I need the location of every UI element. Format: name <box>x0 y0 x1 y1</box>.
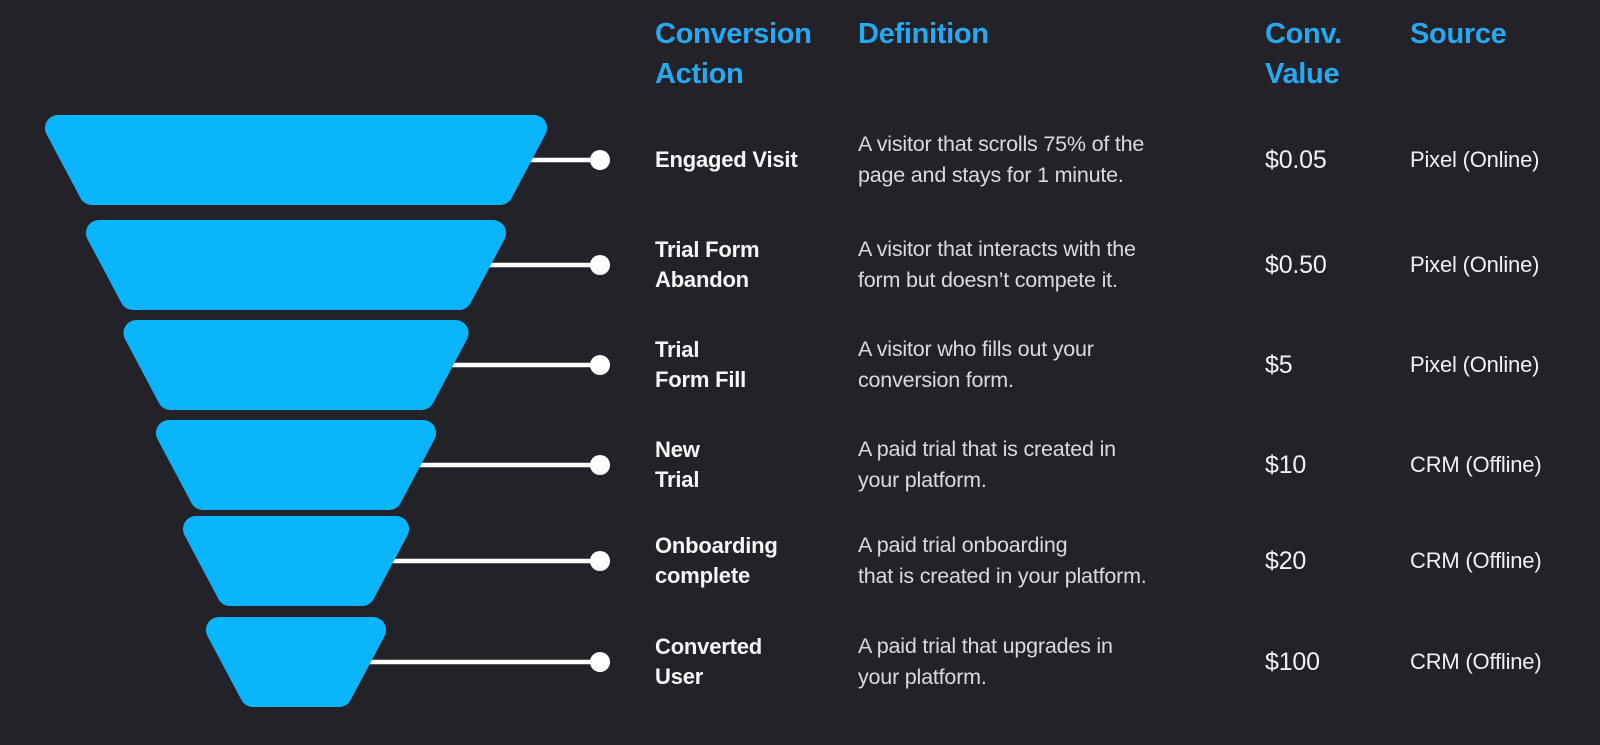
source-cell: Pixel (Online) <box>1410 252 1540 277</box>
definition-line: A paid trial onboarding <box>858 533 1068 557</box>
conversion-action-line: Trial <box>655 337 700 362</box>
funnel-segment-4 <box>155 420 437 510</box>
funnel-diagram <box>44 115 610 707</box>
definition-line: form but doesn’t compete it. <box>858 268 1118 292</box>
definition-cell: A paid trial onboarding that is created i… <box>858 530 1147 592</box>
definition-cell: A visitor that scrolls 75% of the page an… <box>858 129 1144 191</box>
definition-line: A visitor that interacts with the <box>858 237 1136 261</box>
conv-value-cell: $10 <box>1265 451 1307 479</box>
column-header-line: Definition <box>858 18 989 50</box>
conversion-action-line: Converted <box>655 634 762 659</box>
connector-dot <box>590 255 610 275</box>
funnel-segment-2 <box>85 220 507 310</box>
definition-line: A visitor who fills out your <box>858 337 1094 361</box>
column-header-source: Source <box>1410 14 1507 54</box>
conversion-action-line: User <box>655 664 704 689</box>
definition-line: A paid trial that is created in <box>858 437 1116 461</box>
funnel-segment-1 <box>44 115 548 205</box>
definition-cell: A paid trial that is created in your plat… <box>858 434 1116 496</box>
source-cell: CRM (Offline) <box>1410 548 1542 573</box>
definition-cell: A visitor who fills out your conversion f… <box>858 334 1094 396</box>
definition-line: page and stays for 1 minute. <box>858 163 1124 187</box>
conv-value-cell: $5 <box>1265 351 1293 379</box>
connector-dot <box>590 455 610 475</box>
definition-line: A visitor that scrolls 75% of the <box>858 132 1145 156</box>
connector-dot <box>590 355 610 375</box>
column-header-line: Conversion <box>655 18 812 50</box>
conversion-action-cell: Onboarding complete <box>655 531 778 591</box>
source-cell: Pixel (Online) <box>1410 352 1540 377</box>
conv-value-cell: $0.05 <box>1265 146 1327 174</box>
definition-line: that is created in your platform. <box>858 564 1147 588</box>
definition-line: your platform. <box>858 468 987 492</box>
conversion-action-cell: Engaged Visit <box>655 145 798 175</box>
conv-value-cell: $20 <box>1265 547 1307 575</box>
connector-dot <box>590 652 610 672</box>
conv-value-cell: $100 <box>1265 648 1320 676</box>
funnel-segment-5 <box>182 516 410 606</box>
source-cell: CRM (Offline) <box>1410 452 1542 477</box>
conv-value-cell: $0.50 <box>1265 251 1327 279</box>
connector-dot <box>590 551 610 571</box>
funnel-segment-3 <box>123 320 469 410</box>
column-header-definition: Definition <box>858 14 989 54</box>
source-cell: Pixel (Online) <box>1410 147 1540 172</box>
conversion-action-line: Onboarding <box>655 533 778 558</box>
conversion-action-line: Trial Form <box>655 237 760 262</box>
conversion-action-line: Trial <box>655 467 700 492</box>
conversion-action-line: Abandon <box>655 267 749 292</box>
conversion-action-line: New <box>655 437 700 462</box>
column-header-value: Conv. Value <box>1265 14 1342 94</box>
connector-dot <box>590 150 610 170</box>
column-header-line: Action <box>655 58 744 90</box>
definition-line: A paid trial that upgrades in <box>858 634 1113 658</box>
conversion-action-line: Engaged Visit <box>655 147 798 172</box>
definition-line: conversion form. <box>858 368 1014 392</box>
conversion-action-line: complete <box>655 563 750 588</box>
definition-line: your platform. <box>858 665 987 689</box>
definition-cell: A visitor that interacts with the form bu… <box>858 234 1136 296</box>
column-header-line: Conv. <box>1265 18 1342 50</box>
definition-cell: A paid trial that upgrades in your platfo… <box>858 631 1113 693</box>
source-cell: CRM (Offline) <box>1410 649 1542 674</box>
conversion-action-line: Form Fill <box>655 367 747 392</box>
funnel-segment-6 <box>205 617 387 707</box>
column-header-line: Source <box>1410 18 1507 50</box>
column-header-line: Value <box>1265 58 1340 90</box>
